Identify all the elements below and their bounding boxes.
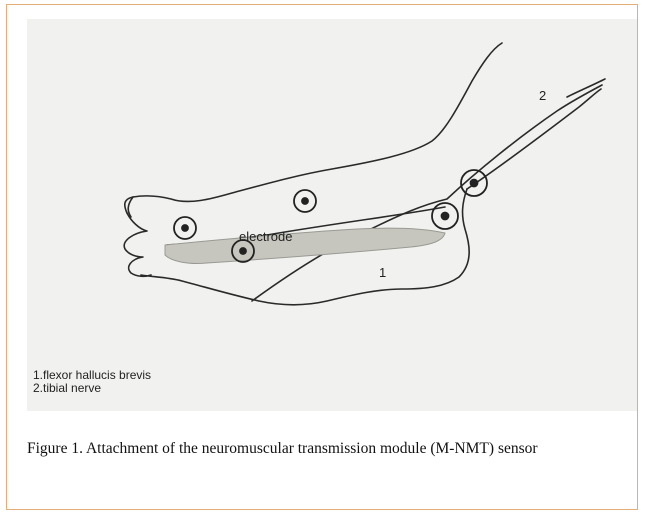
big-toe-top [128,197,133,217]
marker-1-label: 1 [379,265,386,280]
figure-caption: Figure 1. Attachment of the neuromuscula… [27,437,633,461]
toes-outline [124,213,151,276]
marker-2-label: 2 [539,88,546,103]
figure-frame: electrode 1 2 1.flexor hallucis brevis 2… [6,4,638,510]
foot-illustration: electrode 1 2 [27,19,637,411]
electrode-dorsum [294,190,316,212]
legend-line-2: 2.tibial nerve [33,382,151,395]
figure-legend: 1.flexor hallucis brevis 2.tibial nerve [33,369,151,395]
leg-back-outline [467,89,601,189]
electrode-label: electrode [239,229,292,244]
electrode-toe [174,217,196,239]
foot-upper-outline [125,43,502,213]
foot-sketch: electrode 1 2 [27,19,637,411]
tibial-nerve [252,85,602,301]
flexor-hallucis-brevis-band [165,228,445,263]
